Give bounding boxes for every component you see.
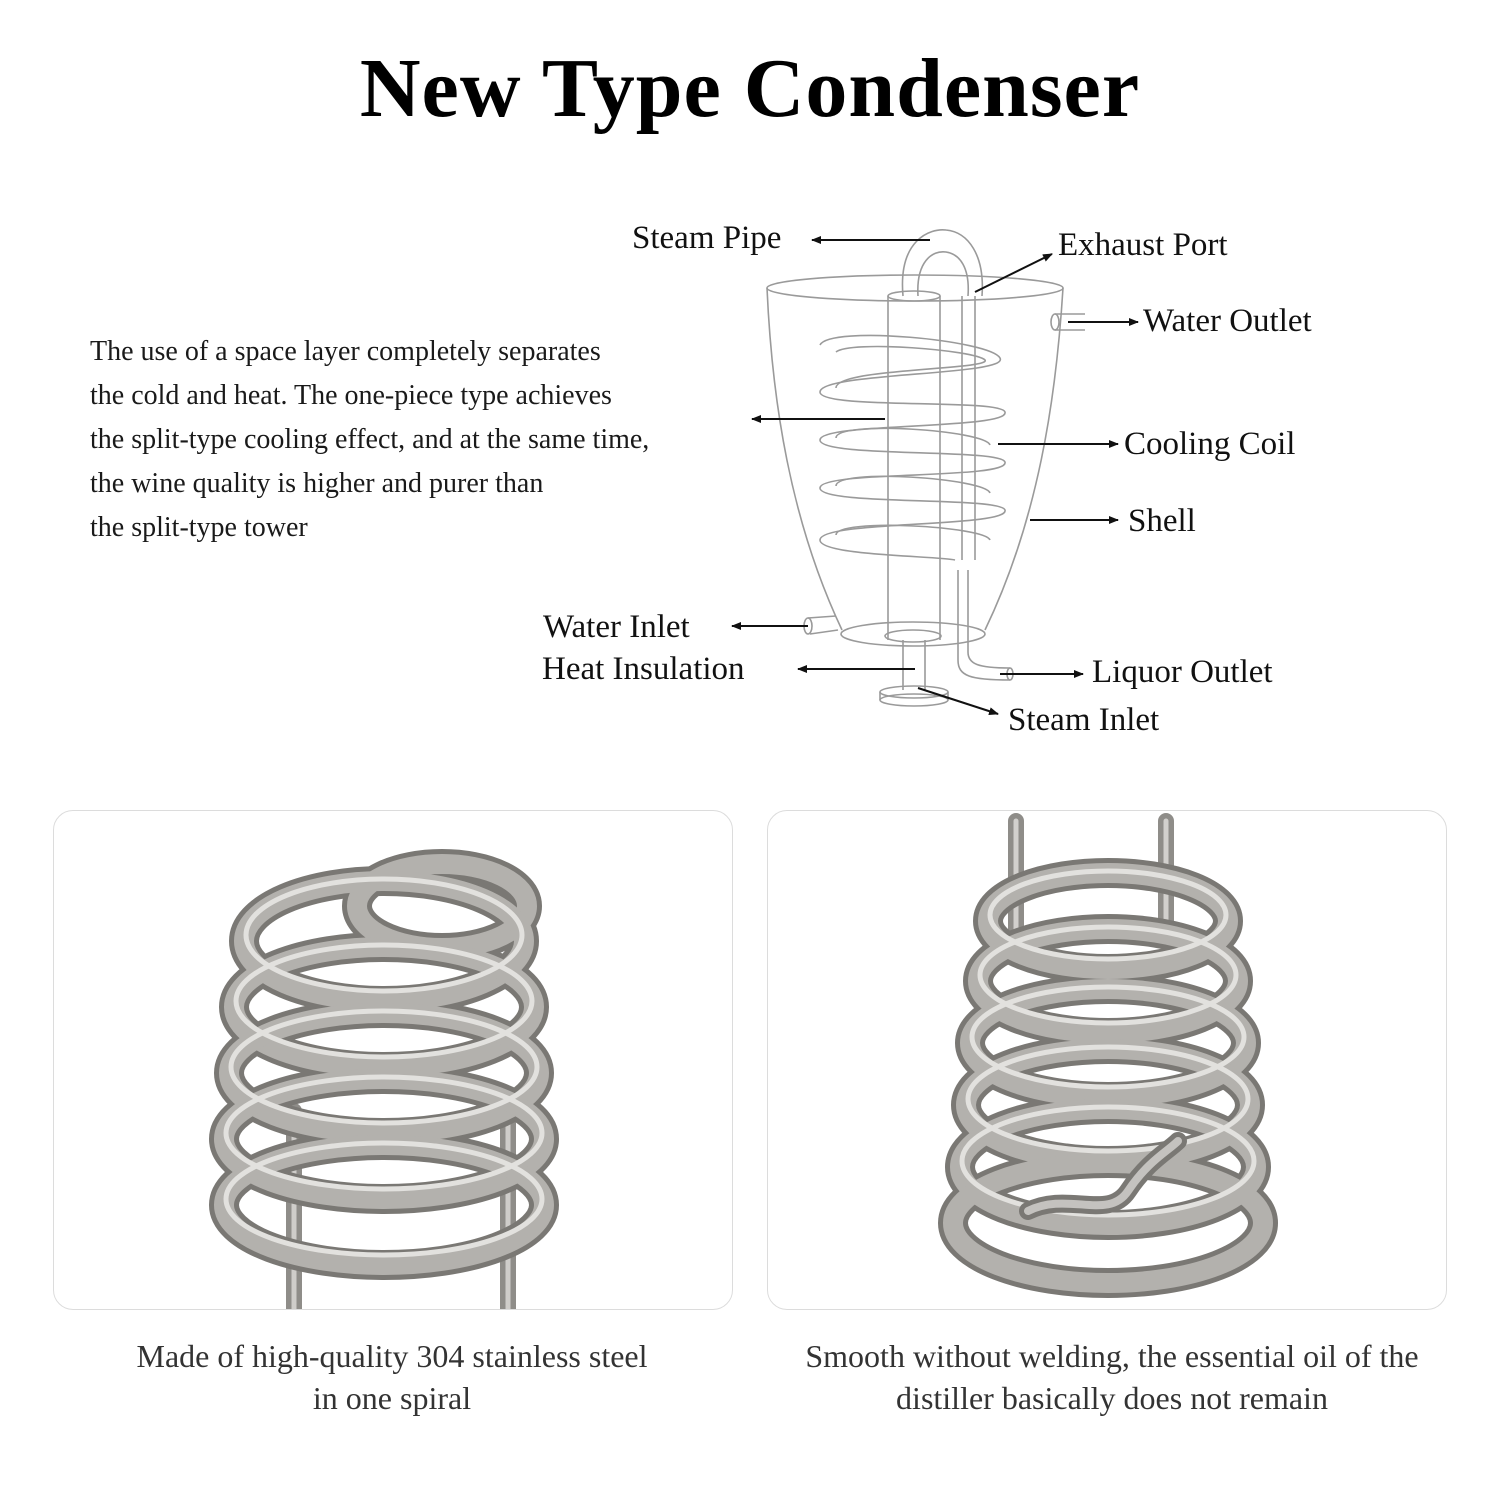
steam-inlet-pipe bbox=[902, 640, 926, 690]
label-arrows bbox=[731, 236, 1139, 716]
water-inlet-stub bbox=[807, 615, 839, 635]
description-line: The use of a space layer completely sepa… bbox=[90, 336, 601, 367]
label-shell: Shell bbox=[1128, 503, 1196, 539]
caption-line: Smooth without welding, the essential oi… bbox=[805, 1338, 1419, 1374]
description-text: The use of a space layer completely sepa… bbox=[90, 330, 780, 550]
liquor-outlet-pipe bbox=[957, 570, 1011, 681]
coil-illustration-left bbox=[209, 849, 559, 1309]
description-line: the split-type cooling effect, and at th… bbox=[90, 424, 650, 455]
coil-illustration-right bbox=[938, 813, 1278, 1298]
label-cooling-coil: Cooling Coil bbox=[1124, 426, 1296, 462]
caption-line: Made of high-quality 304 stainless steel bbox=[136, 1338, 648, 1374]
coil-photo-left bbox=[53, 810, 733, 1310]
description-line: the cold and heat. The one-piece type ac… bbox=[90, 380, 612, 411]
caption-line: distiller basically does not remain bbox=[896, 1380, 1328, 1416]
shell-body bbox=[766, 287, 1064, 631]
label-heat-insulation: Heat Insulation bbox=[542, 651, 745, 687]
label-steam-inlet: Steam Inlet bbox=[1008, 702, 1160, 738]
description-line: the split-type tower bbox=[90, 512, 308, 543]
label-water-inlet: Water Inlet bbox=[543, 609, 690, 645]
caption-right: Smooth without welding, the essential oi… bbox=[737, 1335, 1487, 1419]
description-line: the wine quality is higher and purer tha… bbox=[90, 468, 544, 499]
steam-pipe-loop bbox=[901, 229, 984, 297]
label-steam-pipe: Steam Pipe bbox=[632, 220, 782, 256]
label-exhaust-port: Exhaust Port bbox=[1058, 227, 1228, 263]
arrow-steam-inlet bbox=[917, 687, 999, 716]
caption-left: Made of high-quality 304 stainless steel… bbox=[53, 1335, 731, 1419]
coil-photo-right bbox=[767, 810, 1447, 1310]
condenser-diagram bbox=[731, 229, 1139, 716]
caption-line: in one spiral bbox=[312, 1380, 472, 1416]
condenser-outline bbox=[766, 229, 1085, 707]
label-water-outlet: Water Outlet bbox=[1143, 303, 1312, 339]
cooling-coil bbox=[819, 334, 1006, 561]
water-outlet-stub bbox=[1055, 313, 1085, 331]
shell-bottom-rim bbox=[840, 621, 986, 647]
shell-top-rim bbox=[766, 274, 1064, 302]
page-title: New Type Condenser bbox=[359, 42, 1141, 135]
arrow-exhaust-port bbox=[974, 253, 1053, 293]
exhaust-port bbox=[961, 296, 976, 560]
insulation-ring bbox=[884, 629, 942, 643]
steam-tube bbox=[887, 296, 941, 640]
label-liquor-outlet: Liquor Outlet bbox=[1092, 654, 1273, 690]
